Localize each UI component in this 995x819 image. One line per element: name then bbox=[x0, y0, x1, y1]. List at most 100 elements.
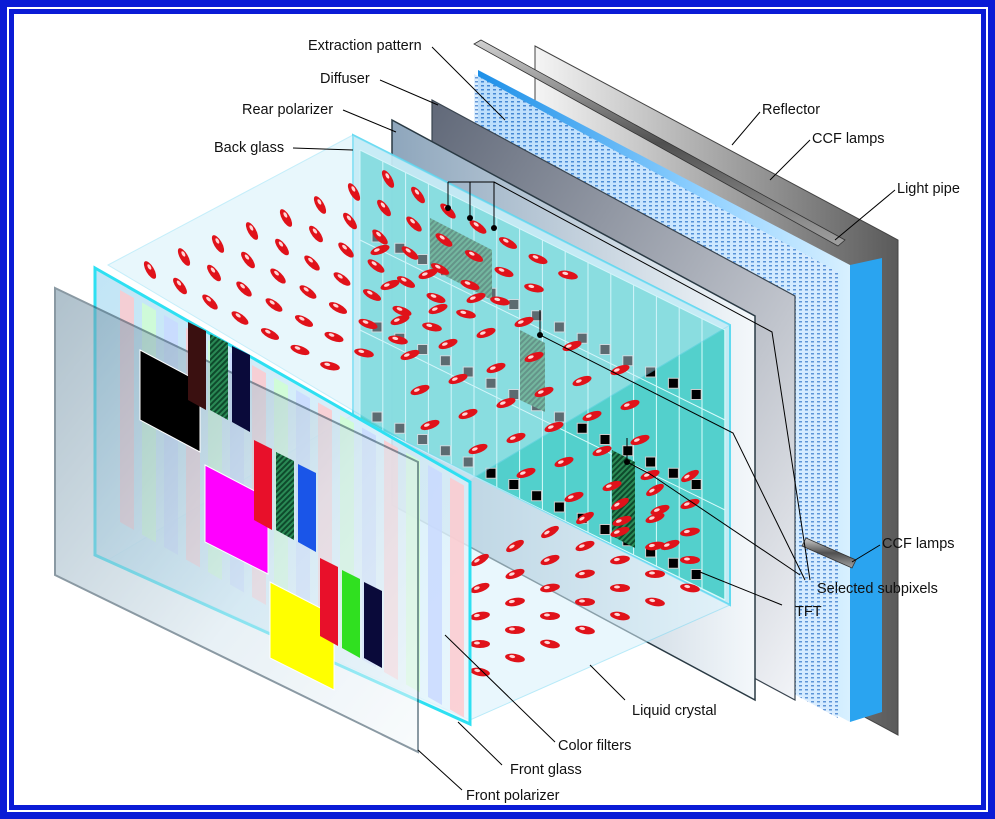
tft-transistor bbox=[667, 377, 679, 389]
subpixel-green-hatch bbox=[276, 452, 294, 540]
liquid-crystal-molecule bbox=[294, 315, 314, 327]
label-tft: TFT bbox=[795, 604, 822, 620]
liquid-crystal-molecule bbox=[370, 244, 390, 256]
liquid-crystal-molecule bbox=[506, 432, 526, 444]
liquid-crystal-molecule bbox=[468, 443, 488, 455]
tft-transistor bbox=[576, 422, 588, 434]
liquid-crystal-molecule bbox=[410, 384, 430, 396]
tft-transistor bbox=[690, 569, 702, 580]
liquid-crystal-molecule bbox=[602, 480, 622, 492]
liquid-crystal-molecule bbox=[245, 222, 259, 240]
liquid-crystal-molecule bbox=[275, 238, 289, 256]
liquid-crystal-molecule bbox=[645, 570, 665, 578]
liquid-crystal-molecule bbox=[411, 186, 425, 204]
subpixel-red-2 bbox=[320, 558, 338, 646]
liquid-crystal-molecule bbox=[505, 568, 525, 580]
liquid-crystal-molecule bbox=[476, 327, 496, 339]
liquid-crystal-molecule bbox=[202, 294, 218, 310]
tft-transistor bbox=[508, 479, 520, 490]
liquid-crystal-molecule bbox=[299, 285, 317, 299]
liquid-crystal-molecule bbox=[620, 399, 640, 411]
liquid-crystal-molecule bbox=[582, 410, 602, 422]
liquid-crystal-molecule bbox=[680, 498, 700, 510]
liquid-crystal-molecule bbox=[680, 556, 700, 564]
liquid-crystal-molecule bbox=[367, 259, 385, 273]
liquid-crystal-molecule bbox=[430, 263, 450, 275]
tft-transistor bbox=[531, 310, 543, 322]
pixel-black bbox=[139, 349, 201, 453]
liquid-crystal-molecule bbox=[558, 270, 578, 280]
liquid-crystal-molecule bbox=[304, 255, 320, 271]
liquid-crystal-molecule bbox=[575, 569, 595, 579]
color-filter-stripe bbox=[450, 477, 464, 718]
liquid-crystal-molecule bbox=[400, 349, 420, 361]
liquid-crystal-molecule bbox=[313, 196, 327, 214]
liquid-crystal-molecule bbox=[680, 583, 700, 593]
liquid-crystal-molecule bbox=[506, 539, 524, 553]
liquid-crystal-molecule bbox=[524, 351, 544, 363]
liquid-crystal-molecule bbox=[610, 584, 630, 592]
liquid-crystal-molecule bbox=[279, 209, 293, 227]
tft-transistor bbox=[439, 355, 451, 367]
liquid-crystal-molecule bbox=[324, 331, 344, 343]
liquid-crystal-molecule bbox=[554, 456, 574, 468]
liquid-crystal-molecule bbox=[464, 250, 484, 262]
liquid-crystal-molecule bbox=[610, 364, 630, 376]
liquid-crystal-molecule bbox=[236, 281, 252, 297]
tft-transistor bbox=[645, 456, 657, 468]
liquid-crystal-molecule bbox=[630, 434, 650, 446]
tft-row-line bbox=[359, 239, 726, 421]
liquid-crystal-molecule bbox=[471, 553, 489, 567]
liquid-crystal-molecule bbox=[320, 361, 340, 371]
liquid-crystal-molecule bbox=[612, 515, 632, 527]
tft-transistor bbox=[531, 490, 543, 502]
subpixel-green-dark bbox=[210, 334, 228, 420]
label-ccf-lamps-bottom: CCF lamps bbox=[882, 536, 955, 552]
liquid-crystal-molecule bbox=[592, 445, 612, 457]
liquid-crystal-molecule bbox=[486, 362, 506, 374]
liquid-crystal-molecule bbox=[401, 246, 419, 260]
liquid-crystal-molecule bbox=[422, 322, 442, 332]
liquid-crystal-molecule bbox=[681, 469, 699, 483]
liquid-crystal-molecule bbox=[426, 292, 446, 304]
liquid-crystal-molecule bbox=[388, 335, 408, 345]
liquid-crystal-molecule bbox=[396, 276, 416, 288]
liquid-crystal-molecule bbox=[505, 597, 525, 607]
pixel-magenta bbox=[204, 464, 269, 575]
tft-transistor bbox=[690, 389, 702, 400]
liquid-crystal-molecule bbox=[420, 419, 440, 431]
subpixel-red-dark bbox=[188, 322, 206, 410]
liquid-crystal-molecule bbox=[343, 212, 357, 230]
label-light-pipe: Light pipe bbox=[897, 181, 960, 197]
tft-transistor bbox=[417, 434, 429, 445]
tft-transistor bbox=[553, 321, 565, 333]
liquid-crystal-molecule bbox=[514, 316, 534, 328]
light-pipe-edge bbox=[850, 258, 882, 722]
tft-transistor bbox=[485, 467, 497, 479]
label-selected-subpixels: Selected subpixels bbox=[817, 581, 938, 597]
leader-dots bbox=[445, 205, 630, 465]
tft-row-line bbox=[359, 329, 726, 511]
subpixel-green bbox=[342, 570, 360, 658]
liquid-crystal-molecule bbox=[354, 348, 374, 358]
liquid-crystal-molecule bbox=[392, 305, 412, 317]
tft-transistor bbox=[576, 332, 588, 344]
liquid-crystal-molecule bbox=[265, 298, 283, 312]
pixel-yellow bbox=[269, 581, 335, 691]
liquid-crystal-molecule bbox=[460, 279, 480, 291]
tft-transistor bbox=[462, 366, 474, 378]
liquid-crystal-molecule bbox=[241, 251, 255, 269]
liquid-crystal-molecule bbox=[645, 512, 665, 524]
color-filter-stripe bbox=[428, 465, 442, 705]
liquid-crystal-molecule bbox=[660, 539, 680, 551]
label-rear-polarizer: Rear polarizer bbox=[242, 102, 334, 118]
tft-transistor bbox=[690, 479, 702, 490]
tft-transistor bbox=[622, 445, 634, 457]
liquid-crystal-molecule bbox=[333, 272, 351, 286]
subpixel-blue bbox=[298, 464, 316, 552]
liquid-crystal-molecule bbox=[207, 264, 221, 282]
tft-transistor bbox=[371, 411, 383, 423]
liquid-crystal-molecule bbox=[470, 582, 490, 594]
label-ccf-lamps-top: CCF lamps bbox=[812, 131, 885, 147]
